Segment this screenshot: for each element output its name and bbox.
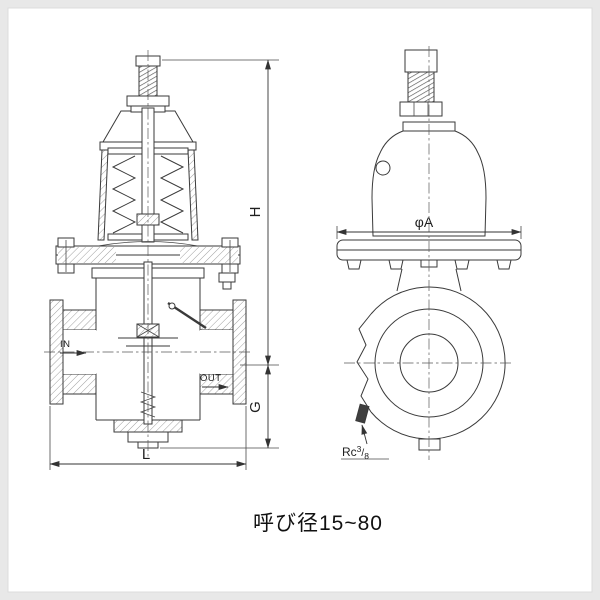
relief-fitting-bottom <box>222 281 232 290</box>
flange-bolt <box>388 259 404 270</box>
side-screw-threads <box>407 71 435 103</box>
dim-label-H: H <box>247 207 264 218</box>
rc-prefix: Rc <box>342 445 357 459</box>
side-bottom-stub <box>418 438 441 451</box>
lever-pivot <box>168 302 176 310</box>
side-view <box>336 46 522 460</box>
break-line <box>356 313 372 413</box>
dim-label-L: L <box>142 446 150 463</box>
rc-numerator: 3 <box>357 444 362 454</box>
bonnet-wall-left <box>97 149 109 241</box>
flange-hatch-right <box>180 247 238 263</box>
outlet-label: OUT <box>200 373 222 384</box>
side-screw-head <box>404 49 438 73</box>
neck-line <box>455 268 462 292</box>
bonnet-vent-hole <box>375 160 391 176</box>
flange-bolt <box>496 259 512 270</box>
dimension-G: G <box>160 364 279 449</box>
flange-bolt <box>346 259 362 270</box>
dim-label-G: G <box>247 401 264 413</box>
flange-bolt <box>454 259 470 270</box>
side-lock-nut <box>399 101 443 117</box>
rc-denominator: 8 <box>364 451 369 461</box>
spring-coil-left <box>111 155 137 234</box>
rc-tap-label: Rc3/8 <box>342 444 369 461</box>
inlet-label: IN <box>60 339 71 350</box>
rc-tap-callout: Rc3/8 <box>341 424 389 461</box>
neck-line <box>396 268 403 292</box>
inlet-pipe-wall-bottom <box>61 373 97 395</box>
leader-line <box>361 424 368 445</box>
caption-nominal-diameter: 呼び径15~80 <box>253 512 383 535</box>
rc-slash: / <box>361 448 364 459</box>
flange-hatch-left <box>58 247 116 263</box>
spring-coil-right <box>159 155 185 234</box>
front-section-view: IN OUT <box>44 50 252 458</box>
dimension-H: H <box>162 59 279 366</box>
dim-label-phiA: φA <box>415 214 434 230</box>
dimension-phiA: φA <box>336 214 522 239</box>
inlet-pipe-wall-top <box>61 309 97 331</box>
dimension-L: L <box>49 406 247 470</box>
bonnet-wall-right <box>187 149 199 241</box>
rc-tap-boss <box>355 403 370 424</box>
relief-fitting-top <box>218 272 236 283</box>
